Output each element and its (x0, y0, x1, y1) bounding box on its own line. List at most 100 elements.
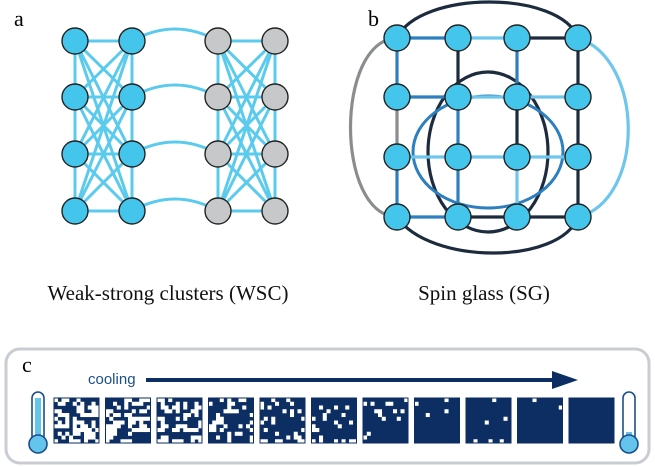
snapshot-spin-up (492, 398, 497, 403)
wsc-cluster-edge (73, 39, 134, 213)
snapshot-spin-up (80, 405, 85, 410)
snapshot-spin-up (65, 424, 70, 429)
snapshot-spin-up (286, 398, 291, 403)
snapshot-spin-up (131, 428, 136, 433)
snapshot-border (517, 397, 563, 444)
snapshot-spin-up (208, 401, 213, 406)
panel-b-label: b (368, 6, 379, 31)
snapshot-spin-up (143, 409, 148, 414)
snapshot-spin-up (143, 416, 148, 421)
wsc-spin-active (118, 27, 146, 55)
snapshot-spin-up (109, 424, 114, 429)
snapshot-spin-up (95, 405, 100, 410)
spin-snapshot (517, 397, 563, 444)
snapshot-spin-up (337, 424, 342, 429)
snapshot-spin-up (72, 428, 77, 433)
snapshot-spin-up (249, 420, 254, 425)
snapshot-spin-up (95, 409, 100, 414)
snapshot-spin-up (341, 439, 346, 444)
panel-b-caption: Spin glass (SG) (418, 281, 550, 305)
snapshot-spin-up (260, 439, 265, 444)
snapshot-spin-up (143, 398, 148, 403)
snapshot-spin-up (105, 413, 110, 418)
wsc-spin-active (118, 140, 146, 168)
snapshot-spin-up (194, 435, 199, 440)
panel-c-annealing: c cooling (4, 347, 651, 465)
snapshot-spin-up (249, 428, 254, 433)
snapshot-spin-up (238, 431, 243, 436)
wsc-cluster-edge (216, 39, 277, 156)
snapshot-spin-up (84, 439, 89, 444)
snapshot-border (414, 397, 460, 444)
snapshot-spin-up (290, 409, 295, 414)
snapshot-spin-up (65, 416, 70, 421)
snapshot-spin-up (499, 439, 504, 444)
snapshot-spin-up (301, 416, 306, 421)
snapshot-spin-up (190, 409, 195, 414)
wsc-spin-inactive (204, 83, 232, 111)
snapshot-spin-up (57, 424, 62, 429)
snapshot-spin-up (260, 405, 265, 410)
wsc-edges (73, 27, 277, 213)
snapshot-spin-up (146, 405, 151, 410)
wsc-cluster-edge (73, 39, 134, 156)
snapshot-spin-up (109, 435, 114, 440)
snapshot-spin-up (131, 420, 136, 425)
snapshot-spin-up (164, 405, 169, 410)
snapshot-spin-up (72, 431, 77, 436)
sg-spin (564, 203, 592, 231)
snapshot-spin-up (84, 431, 89, 436)
snapshot-spin-up (80, 413, 85, 418)
snapshot-spin-up (396, 416, 401, 421)
sg-spin (444, 203, 472, 231)
snapshot-spin-up (175, 428, 180, 433)
snapshot-spin-up (219, 428, 224, 433)
snapshot-spin-up (54, 439, 59, 444)
snapshot-border (208, 397, 254, 444)
snapshot-spin-up (131, 409, 136, 414)
snapshot-spin-up (160, 416, 165, 421)
snapshot-spin-up (378, 413, 383, 418)
snapshot-spin-up (80, 424, 85, 429)
sg-spin (444, 143, 472, 171)
snapshot-border (568, 397, 615, 444)
snapshot-spin-up (54, 409, 59, 414)
snapshot-spin-up (190, 439, 195, 444)
snapshot-spin-up (208, 428, 213, 433)
snapshot-border (465, 397, 512, 444)
sg-coupling-arc (577, 36, 630, 219)
snapshot-background (517, 398, 563, 443)
snapshot-spin-up (278, 439, 283, 444)
snapshot-spin-up (311, 428, 316, 433)
snapshot-spin-up (128, 431, 133, 436)
snapshot-spin-up (293, 431, 298, 436)
snapshot-spin-up (157, 428, 162, 433)
snapshot-spin-up (57, 413, 62, 418)
snapshot-spin-up (267, 405, 272, 410)
panel-b-spin-glass-network (348, 0, 630, 255)
snapshot-spin-up (135, 428, 140, 433)
snapshot-spin-up (179, 424, 184, 429)
snapshot-spin-up (326, 409, 331, 414)
wsc-spin-active (61, 27, 89, 55)
snapshot-spin-up (216, 435, 221, 440)
snapshot-spin-up (135, 401, 140, 406)
snapshot-spin-up (124, 439, 129, 444)
snapshot-spin-up (363, 435, 368, 440)
snapshot-spin-up (87, 431, 92, 436)
snapshot-spin-up (297, 435, 302, 440)
wsc-cluster-edge (73, 95, 134, 213)
snapshot-spin-up (160, 401, 165, 406)
snapshot-spin-up (227, 401, 232, 406)
snapshot-spin-up (349, 439, 354, 444)
snapshot-spin-up (61, 398, 66, 403)
snapshot-spin-up (65, 413, 70, 418)
snapshot-spin-up (341, 413, 346, 418)
wsc-spins (61, 27, 289, 225)
snapshot-spin-up (234, 409, 239, 414)
snapshot-spin-up (76, 405, 81, 410)
snapshot-spin-up (227, 431, 232, 436)
snapshot-border (105, 397, 151, 444)
snapshot-spin-up (120, 420, 125, 425)
snapshot-spin-up (484, 420, 489, 425)
